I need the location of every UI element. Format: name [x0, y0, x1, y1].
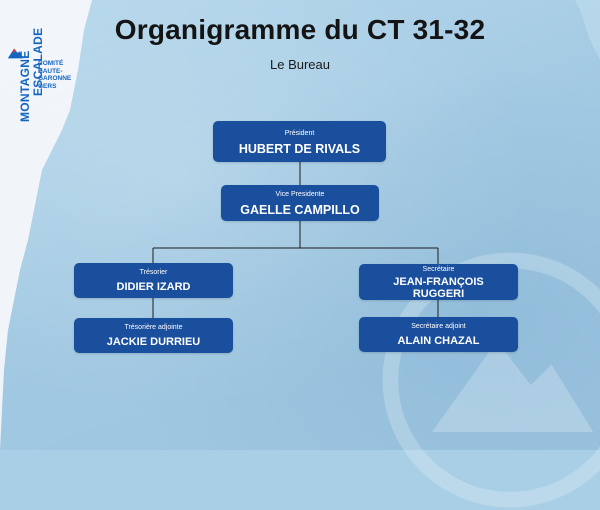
logo-line: GERS — [38, 82, 57, 90]
logo-line: GARONNE — [38, 75, 72, 82]
connector-lines — [152, 162, 439, 318]
org-box-secretary-deputy: Secrétaire adjoint ALAIN CHAZAL — [359, 317, 518, 352]
person-name: JEAN-FRANÇOIS RUGGERI — [393, 275, 484, 300]
logo-committee-text: COMITÉ HAUTE- GARONNE GERS — [38, 60, 88, 90]
role-label: Vice Presidente — [275, 191, 325, 198]
person-name: GAELLE CAMPILLO — [240, 203, 360, 217]
page-title: Organigramme du CT 31-32 — [114, 14, 486, 45]
torn-paper-edge — [0, 0, 600, 450]
logo: MONTAGNE ESCALADE COMITÉ HAUTE- GARONNE … — [6, 10, 106, 122]
org-box-vice-president: Vice Presidente GAELLE CAMPILLO — [221, 185, 379, 221]
logo-line: COMITÉ — [38, 60, 64, 67]
person-name: ALAIN CHAZAL — [397, 335, 480, 347]
org-box-treasurer: Trésorier DIDIER IZARD — [74, 263, 233, 298]
role-label: Président — [284, 129, 315, 137]
role-label: Secrétaire adjoint — [411, 323, 466, 330]
page-subtitle: Le Bureau — [270, 57, 330, 72]
org-box-president: Président HUBERT DE RIVALS — [213, 121, 386, 162]
person-name: JACKIE DURRIEU — [106, 336, 201, 348]
logo-mountain-icon — [7, 48, 24, 59]
logo-line: HAUTE- — [38, 67, 63, 75]
role-label: Trésorière adjointe — [124, 324, 183, 331]
org-box-treasurer-deputy: Trésorière adjointe JACKIE DURRIEU — [74, 318, 233, 353]
role-label: Trésorier — [139, 269, 168, 276]
org-box-secretary: Secrétaire JEAN-FRANÇOIS RUGGERI — [359, 264, 518, 300]
person-name: DIDIER IZARD — [116, 281, 191, 293]
role-label: Secrétaire — [422, 265, 455, 273]
person-name: HUBERT DE RIVALS — [238, 141, 361, 156]
